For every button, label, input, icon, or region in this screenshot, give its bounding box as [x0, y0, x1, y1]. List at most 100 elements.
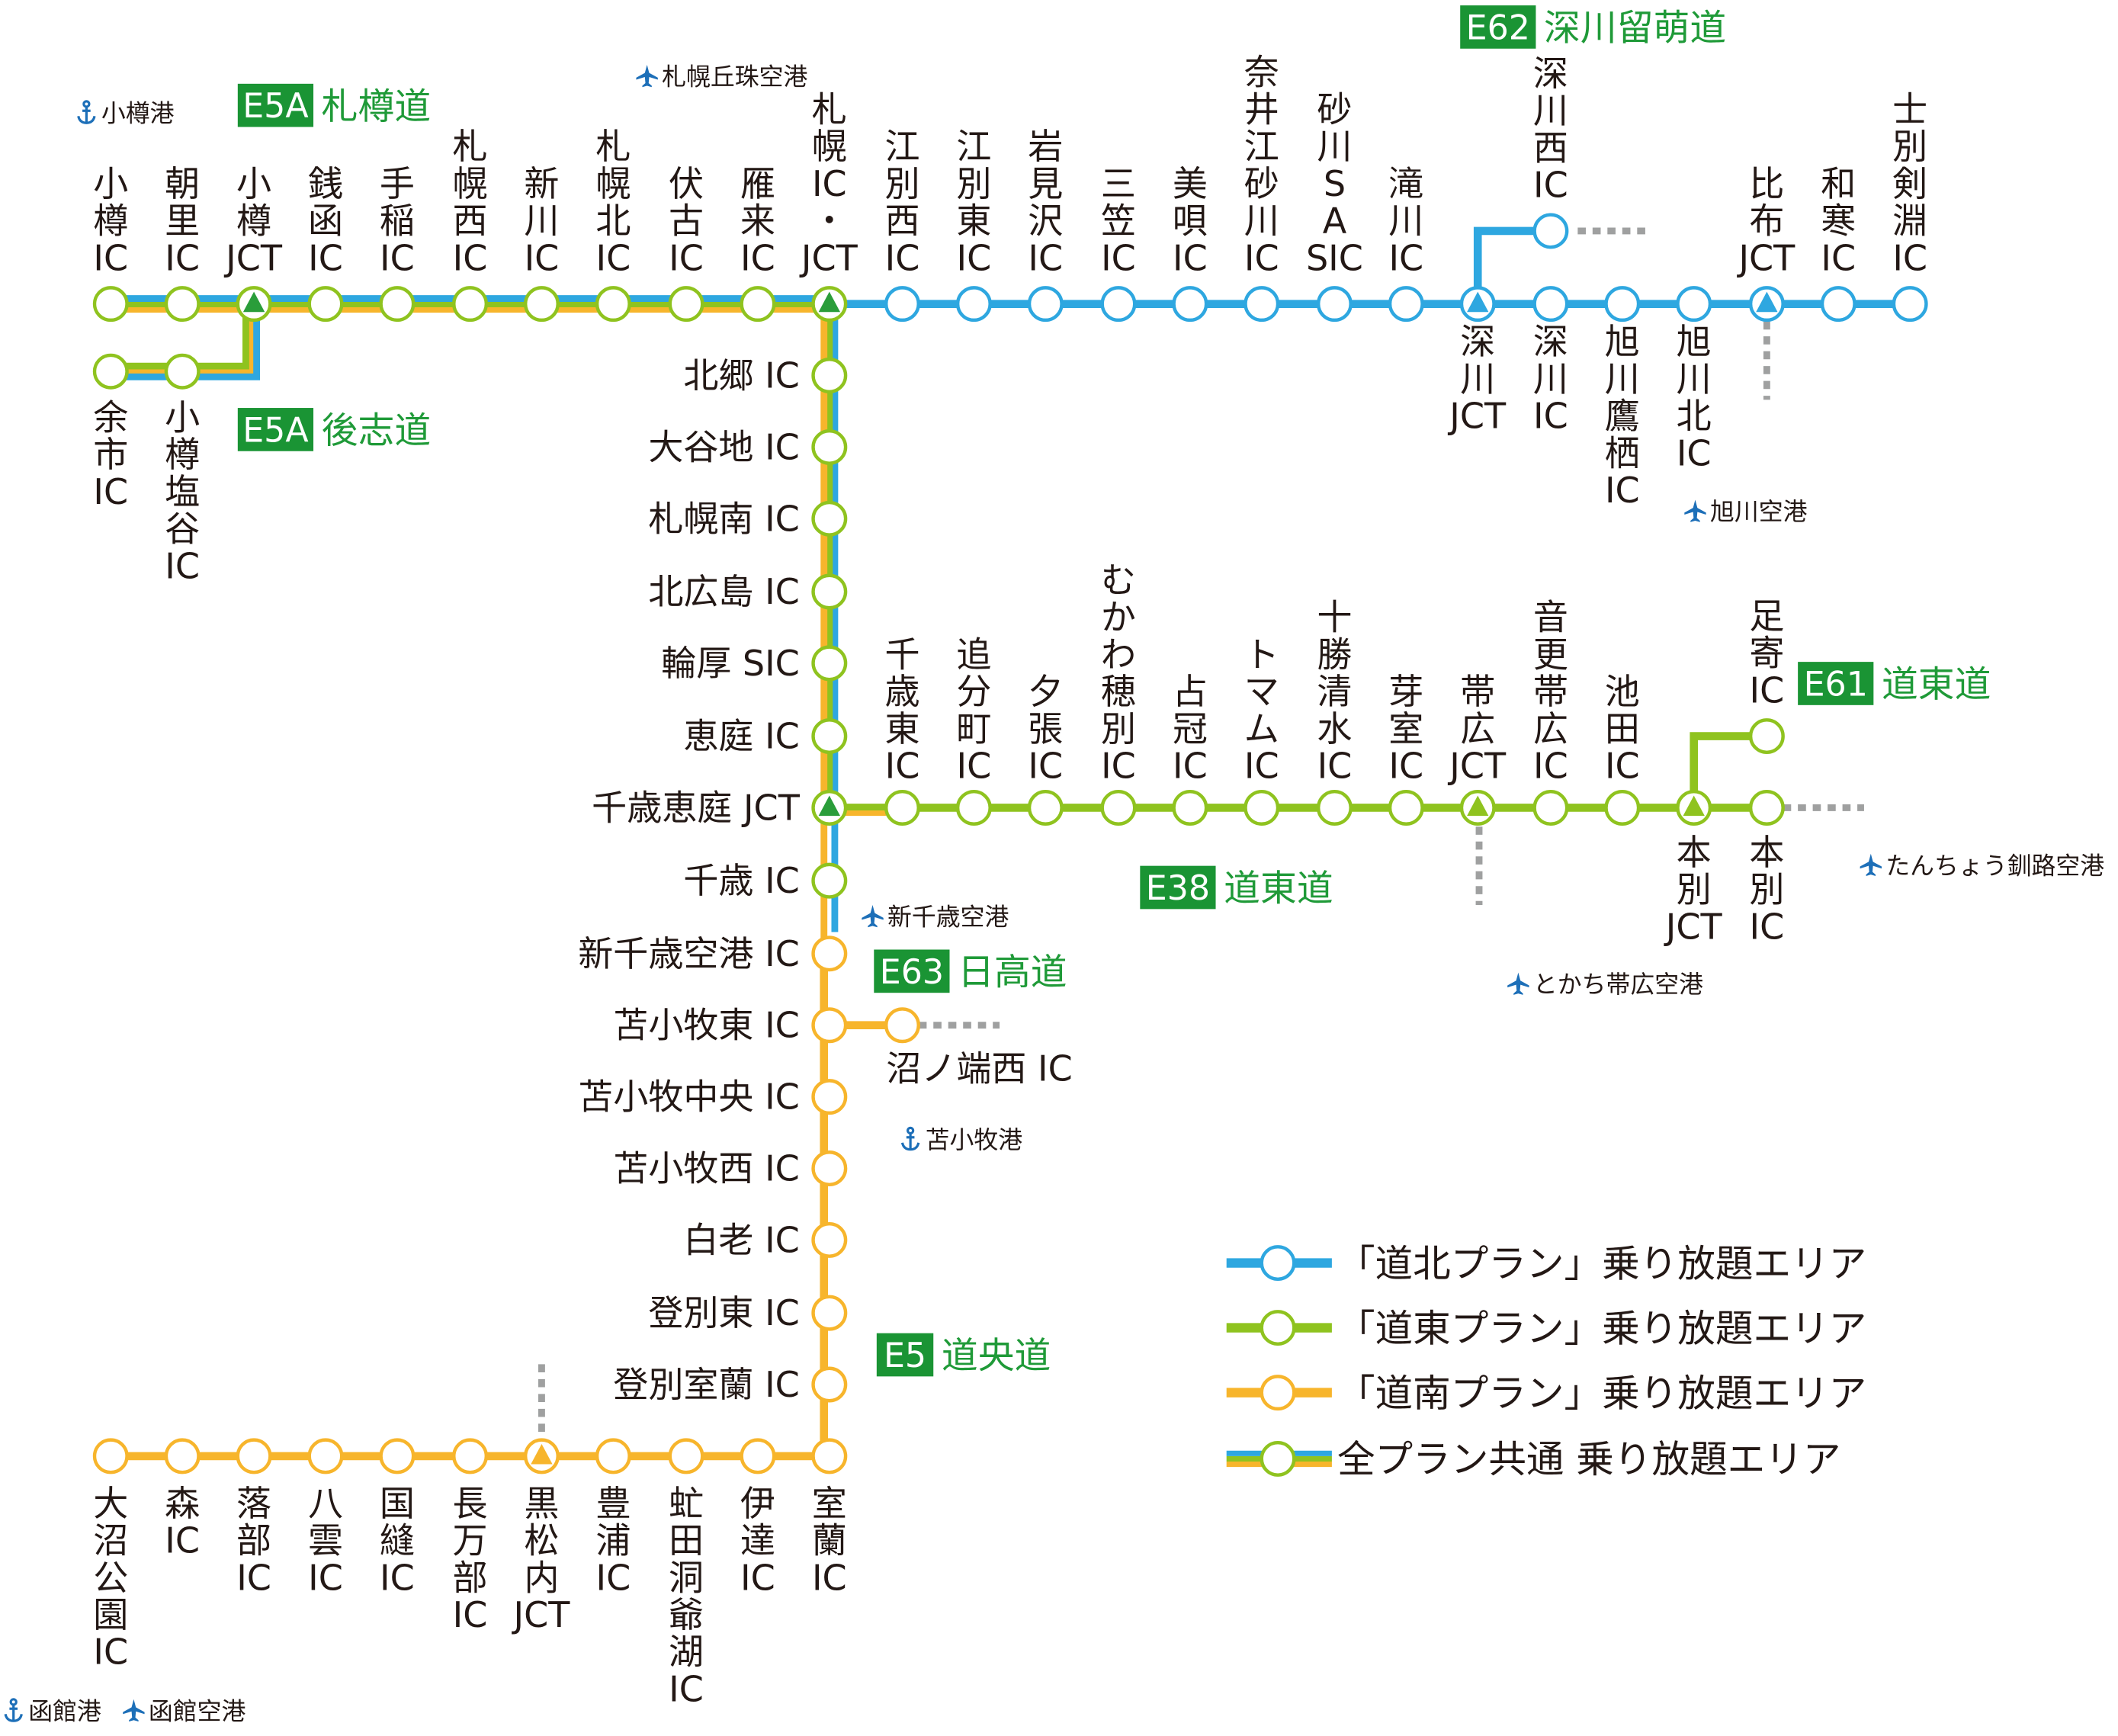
label-char: 縫: [380, 1520, 415, 1561]
junction-triangle-icon: [1756, 291, 1778, 313]
label-char: 川: [1605, 358, 1640, 400]
label-char: 西: [1533, 127, 1568, 168]
doo-south-node: [811, 645, 848, 682]
sassho-node: [452, 286, 489, 322]
label-char: 千: [884, 634, 919, 675]
label-char: 樽: [93, 201, 128, 242]
legend-node: [1260, 1245, 1296, 1282]
label-char: 深: [1460, 321, 1495, 362]
label-char: 穂: [1101, 671, 1136, 712]
station-label: 苫小牧西 IC: [613, 1147, 800, 1189]
label-char: 伊: [740, 1483, 775, 1524]
label-char: IC: [595, 1557, 631, 1598]
legend-node: [1260, 1310, 1296, 1346]
doo-north-node: [955, 286, 992, 322]
label-char: IC: [165, 237, 200, 278]
doto-node: [1316, 790, 1353, 826]
label-char: 札: [595, 126, 631, 167]
airplane-icon: [636, 65, 658, 88]
label-char: 町: [956, 708, 991, 749]
label-char: 鷹: [1605, 396, 1640, 437]
airplane-icon: [123, 1699, 145, 1722]
label-char: IC: [1750, 906, 1785, 947]
station-label: 大谷地 IC: [648, 426, 800, 467]
junction-triangle-icon: [1467, 291, 1489, 313]
doo-south-node: [811, 935, 848, 972]
label-char: IC: [1317, 745, 1353, 786]
label-char: IC: [1101, 237, 1136, 278]
junction-triangle-icon: [818, 291, 840, 313]
doo-south-node: [811, 1007, 848, 1044]
label-char: 湖: [669, 1632, 704, 1673]
label-char: IC: [595, 237, 631, 278]
route-code-box: [1798, 662, 1874, 705]
label-char: JCT: [799, 237, 858, 278]
station-label: 北広島 IC: [648, 571, 800, 612]
anchor-icon: [900, 1126, 920, 1151]
label-char: ム: [1244, 708, 1279, 749]
label-char: 江: [884, 126, 919, 167]
label-char: 室: [1388, 708, 1423, 749]
label-char: IC: [308, 237, 343, 278]
label-char: 小: [236, 163, 271, 204]
label-char: JCT: [1664, 906, 1723, 947]
label-char: 広: [1460, 708, 1495, 749]
junction-triangle-icon: [1683, 795, 1705, 817]
station-label: 千歳 IC: [683, 860, 799, 901]
doo-south-bottom-node: [668, 1438, 704, 1474]
legend-item: 「道北プラン」乗り放題エリア: [1226, 1241, 1866, 1285]
numanohata-nishi-node: [884, 1007, 920, 1044]
label-char: 江: [1244, 126, 1279, 167]
airplane-icon: [1684, 499, 1706, 522]
legend-label: 全プラン共通 乗り放題エリア: [1337, 1437, 1840, 1481]
station-label: 白老 IC: [683, 1219, 799, 1260]
label-char: 豊: [595, 1483, 631, 1524]
route-code: E5A: [242, 87, 308, 126]
route-code: E5: [884, 1336, 926, 1375]
facilities: 小樽港札幌丘珠空港旭川空港新千歳空港苫小牧港とかち帯広空港たんちょう釧路空港函館…: [4, 63, 2104, 1725]
label-char: 幌: [812, 126, 847, 167]
label-char: 小: [93, 163, 128, 204]
route-name: 札樽道: [322, 86, 432, 128]
label-char: 黒: [524, 1483, 559, 1524]
label-char: 幌: [453, 163, 488, 204]
doo-south-node: [811, 358, 848, 394]
station-label: 千歳恵庭 JCT: [592, 787, 801, 828]
label-char: JCT: [1447, 745, 1507, 786]
label-char: 歳: [884, 671, 919, 712]
route-code-box: [874, 949, 950, 993]
doo-north-node: [1388, 286, 1424, 322]
fukagawa-rumoi-line: [1473, 226, 1551, 304]
legend-item: 「道南プラン」乗り放題エリア: [1226, 1371, 1866, 1415]
